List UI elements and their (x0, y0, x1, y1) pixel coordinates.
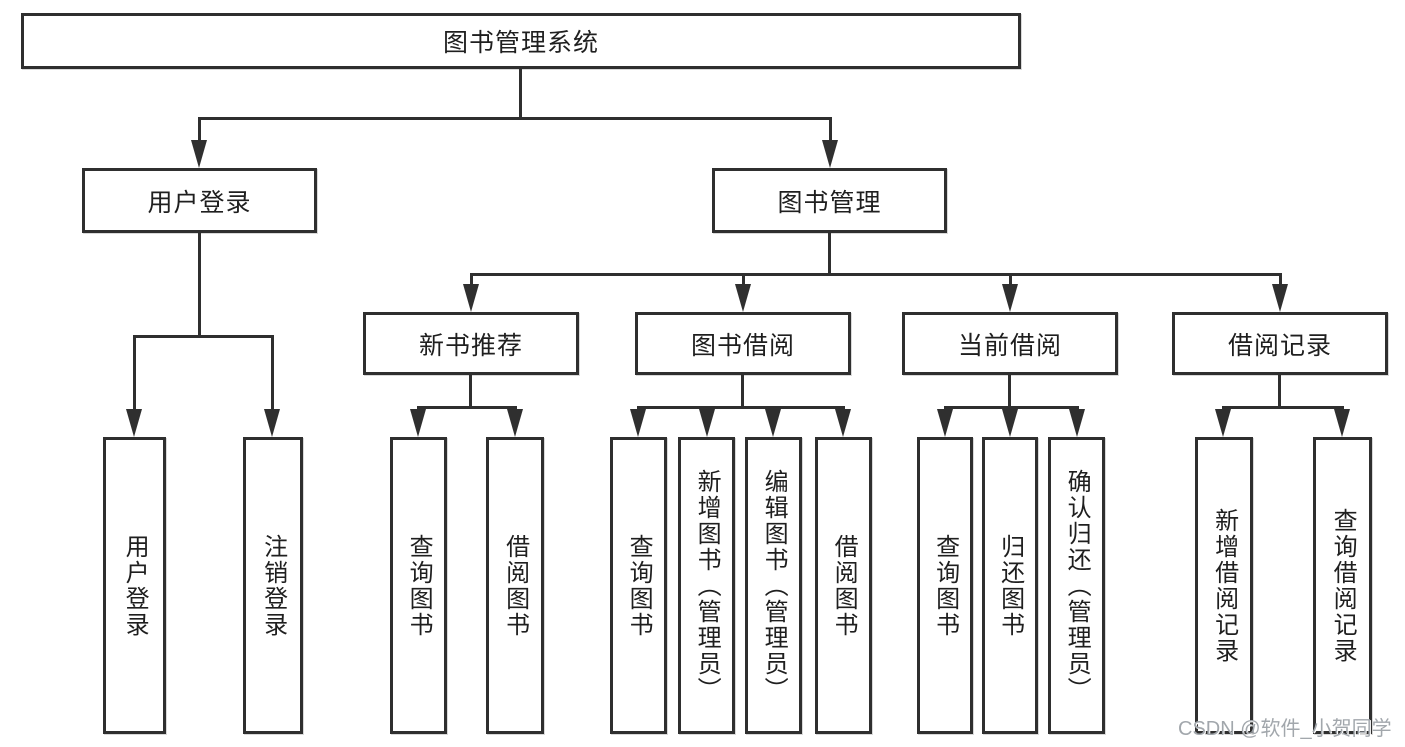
arrow-g4-leaf2 (1002, 409, 1018, 437)
leaf-user-login: 用户登录 (103, 437, 166, 734)
connector-userlogin-bus (133, 335, 274, 338)
arrow-to-login-leaf (126, 409, 142, 437)
connector-g4-stem (1008, 375, 1011, 409)
connector-userlogin-left (133, 335, 136, 411)
arrow-g3-leaf2 (699, 409, 715, 437)
arrow-g3-leaf3 (765, 409, 781, 437)
node-user-login-branch: 用户登录 (82, 168, 317, 233)
leaf-logout: 注销登录 (243, 437, 303, 734)
leaf-query-books-g4: 查询图书 (917, 437, 973, 734)
connector-g4-bus (944, 406, 1079, 409)
leaf-query-books-g3: 查询图书 (610, 437, 667, 734)
arrow-g5-leaf2 (1334, 409, 1350, 437)
connector-g2-stem (469, 375, 472, 409)
arrow-to-borrow-record (1272, 284, 1288, 312)
connector-level3-bus (470, 273, 1282, 276)
arrow-to-logout-leaf (264, 409, 280, 437)
csdn-watermark: CSDN @软件_小贺同学 (1178, 718, 1392, 740)
arrow-to-book-mgmt (822, 140, 838, 168)
arrow-g3-leaf1 (630, 409, 646, 437)
connector-bookmgmt-stem (828, 233, 831, 276)
connector-level3-stem-2 (742, 273, 745, 287)
leaf-borrow-books-g2: 借阅图书 (486, 437, 544, 734)
leaf-add-borrow-record: 新增借阅记录 (1195, 437, 1253, 734)
connector-level3-stem-1 (470, 273, 473, 287)
leaf-return-books: 归还图书 (982, 437, 1038, 734)
connector-g3-stem (741, 375, 744, 409)
leaf-query-borrow-record: 查询借阅记录 (1313, 437, 1372, 734)
connector-userlogin-stem (198, 233, 201, 338)
arrow-to-new-book (463, 284, 479, 312)
connector-root-stem (519, 69, 522, 120)
arrow-to-book-borrow (735, 284, 751, 312)
arrow-g4-leaf3 (1069, 409, 1085, 437)
connector-level2-bus (198, 117, 832, 120)
node-current-borrowing: 当前借阅 (902, 312, 1118, 375)
connector-level2-stem-left (198, 117, 201, 143)
connector-g2-bus (417, 406, 517, 409)
arrow-g4-leaf1 (937, 409, 953, 437)
connector-level3-stem-3 (1009, 273, 1012, 287)
arrow-to-user-login (191, 140, 207, 168)
arrow-g2-leaf1 (410, 409, 426, 437)
leaf-confirm-return-admin: 确认归还（管理员） (1048, 437, 1105, 734)
arrow-g3-leaf4 (835, 409, 851, 437)
connector-level3-stem-4 (1279, 273, 1282, 287)
node-new-book-recommend: 新书推荐 (363, 312, 579, 375)
arrow-g2-leaf2 (507, 409, 523, 437)
connector-g3-bus (637, 406, 845, 409)
arrow-to-current-borrow (1002, 284, 1018, 312)
node-book-borrowing: 图书借阅 (635, 312, 851, 375)
node-root: 图书管理系统 (21, 13, 1021, 69)
leaf-query-books-g2: 查询图书 (390, 437, 447, 734)
arrow-g5-leaf1 (1215, 409, 1231, 437)
leaf-edit-books-admin: 编辑图书（管理员） (745, 437, 802, 734)
leaf-borrow-books-g3: 借阅图书 (815, 437, 872, 734)
connector-g5-bus (1222, 406, 1344, 409)
connector-g5-stem (1278, 375, 1281, 409)
leaf-add-books-admin: 新增图书（管理员） (678, 437, 735, 734)
connector-level2-stem-right (829, 117, 832, 143)
node-book-management: 图书管理 (712, 168, 947, 233)
node-borrowing-records: 借阅记录 (1172, 312, 1388, 375)
connector-userlogin-right (271, 335, 274, 411)
